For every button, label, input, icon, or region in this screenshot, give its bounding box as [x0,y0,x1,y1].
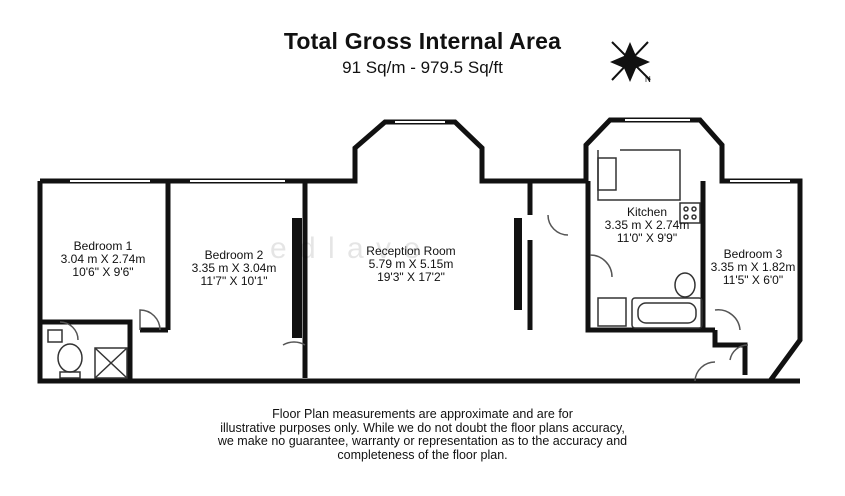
chimney-breasts [292,218,522,338]
compass-rose-icon: N [610,41,651,84]
room-label-bedroom-3: Bedroom 3 3.35 m X 1.82m 11'5" X 6'0" [706,248,800,287]
room-imperial: 19'3" X 17'2" [377,270,445,284]
room-label-kitchen: Kitchen 3.35 m X 2.74m 11'0" X 9'9" [598,206,696,245]
room-metric: 3.04 m X 2.74m [60,252,146,266]
plan-title: Total Gross Internal Area [283,28,562,54]
kitchen-fittings [597,149,701,224]
door-swings [59,214,749,382]
room-metric: 5.79 m X 5.15m [368,257,454,271]
room-label-bedroom-1: Bedroom 1 3.04 m X 2.74m 10'6" X 9'6" [58,240,148,279]
plan-area-subtitle: 91 Sq/m - 979.5 Sq/ft [342,58,503,77]
disclaimer-line: we make no guarantee, warranty or repres… [217,434,628,448]
room-name: Bedroom 3 [723,247,783,261]
room-label-reception: Reception Room 5.79 m X 5.15m 19'3" X 17… [356,245,466,284]
room-metric: 3.35 m X 3.04m [191,261,277,275]
disclaimer-line: Floor Plan measurements are approximate … [272,407,573,421]
room-name: Reception Room [366,244,456,258]
room-name: Kitchen [626,205,668,219]
room-metric: 3.35 m X 1.82m [710,260,796,274]
disclaimer-text: Floor Plan measurements are approximate … [160,407,685,462]
room-imperial: 11'7" X 10'1" [200,274,268,288]
room-metric: 3.35 m X 2.74m [604,218,690,232]
plan-header: Total Gross Internal Area 91 Sq/m - 979.… [0,28,845,78]
windows [70,119,790,182]
compass-north-letter: N [645,75,651,84]
room-imperial: 11'5" X 6'0" [722,273,784,287]
room-name: Bedroom 2 [204,248,264,262]
room-name: Bedroom 1 [73,239,133,253]
room-label-bedroom-2: Bedroom 2 3.35 m X 3.04m 11'7" X 10'1" [186,249,282,288]
watermark: e d l a v e [270,232,423,265]
room-imperial: 10'6" X 9'6" [72,265,134,279]
room-imperial: 11'0" X 9'9" [616,231,678,245]
disclaimer-line: completeness of the floor plan. [337,447,508,462]
bathroom-fittings [47,272,703,379]
disclaimer-line: illustrative purposes only. While we do … [220,420,625,435]
